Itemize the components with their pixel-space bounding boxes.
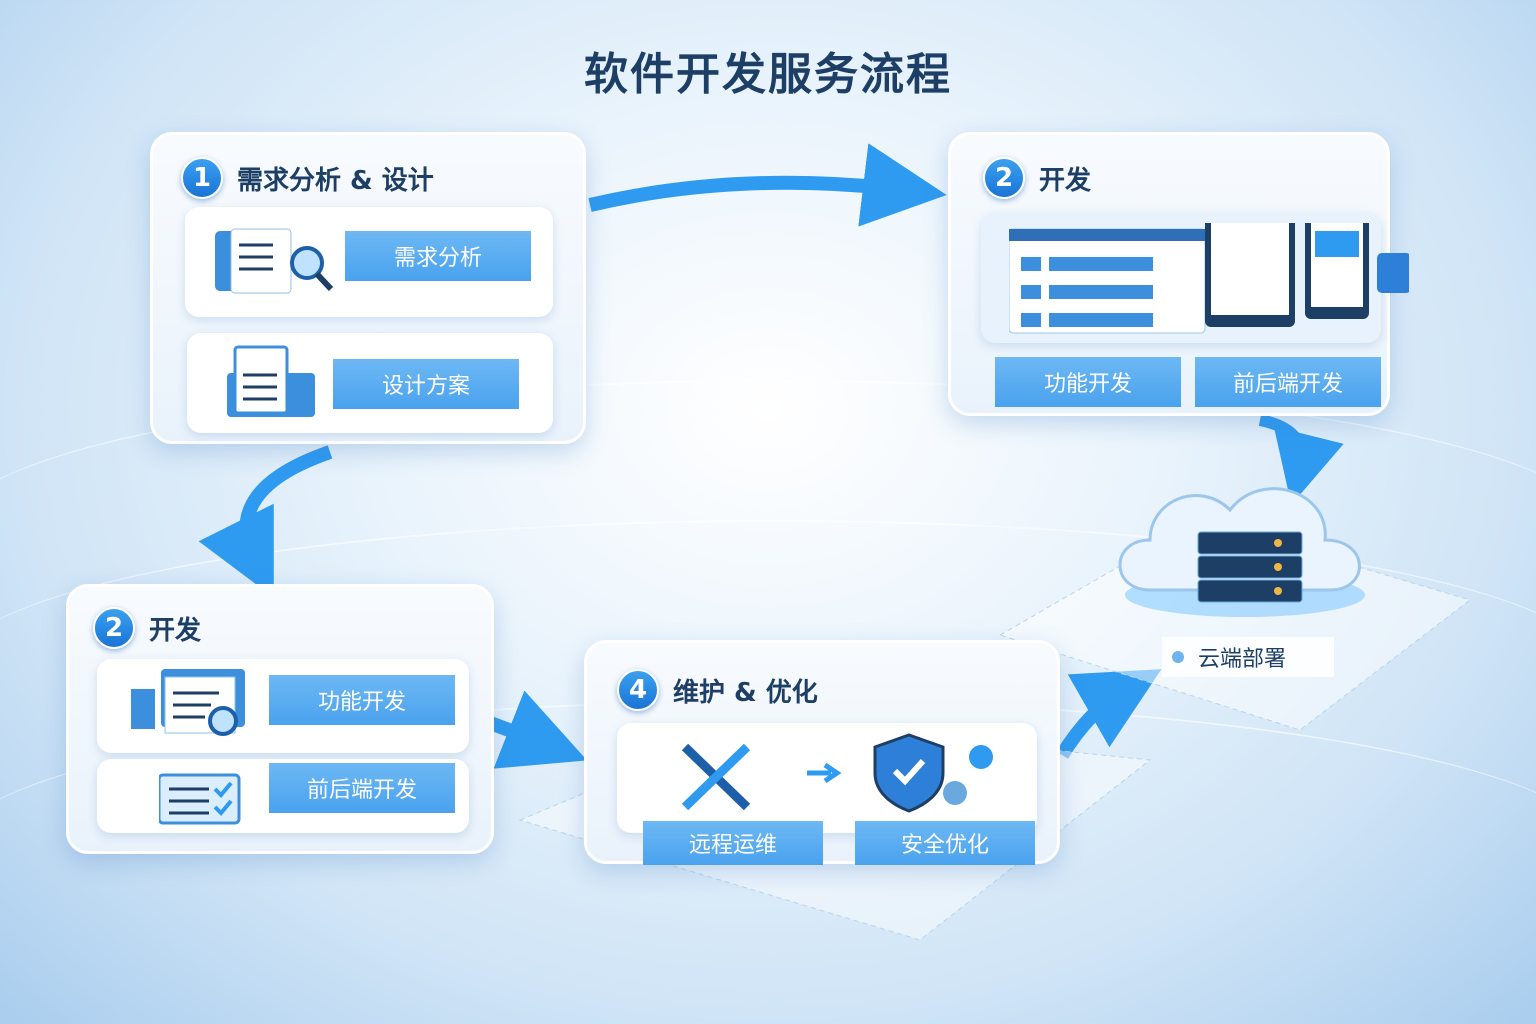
- list-item: 功能开发: [97, 659, 469, 753]
- frontend-backend-button[interactable]: 前后端开发: [1195, 357, 1381, 407]
- design-plan-button[interactable]: 设计方案: [333, 359, 519, 409]
- step-heading: 开发: [1039, 165, 1092, 196]
- arrow-step1-to-dev: [198, 445, 333, 598]
- step-number: 1: [181, 157, 223, 199]
- page-title: 软件开发服务流程: [584, 49, 952, 100]
- cloud-deployment-label: 云端部署: [1162, 637, 1334, 677]
- list-item: [617, 723, 1037, 833]
- document-search-icon: [215, 228, 334, 294]
- shield-gear-icon: [873, 733, 993, 813]
- step-card-requirements: 1 需求分析 & 设计 需求分析 设计方案: [150, 132, 586, 444]
- document-search-icon: [131, 669, 245, 736]
- list-item: 设计方案: [187, 333, 553, 433]
- step-number: 4: [617, 669, 659, 711]
- step-number: 2: [93, 607, 135, 649]
- arrow-right-icon: [807, 763, 842, 783]
- step-card-development-detail: 2 开发 功能开发 前后端开发: [66, 584, 494, 854]
- step-card-development: 2 开发 功能开发 前后端开发: [948, 132, 1409, 416]
- folder-document-icon: [227, 345, 315, 417]
- remote-maintenance-button[interactable]: 远程运维: [643, 821, 823, 865]
- background-wave: [0, 380, 1536, 680]
- bullet-icon: [1172, 651, 1184, 663]
- tools-icon: [681, 743, 751, 811]
- cloud-deployment-text: 云端部署: [1198, 647, 1287, 672]
- feature-development-button[interactable]: 功能开发: [995, 357, 1181, 407]
- list-item: 前后端开发: [97, 759, 469, 833]
- checklist-icon: [159, 773, 241, 825]
- arrow-maintenance-to-cloud: [1056, 669, 1162, 759]
- security-optimization-button[interactable]: 安全优化: [855, 821, 1035, 865]
- list-item: 需求分析: [185, 207, 553, 317]
- arrow-dev-to-cloud: [1258, 414, 1344, 505]
- step-heading: 维护 & 优化: [673, 677, 818, 708]
- background-wave: [0, 520, 1536, 820]
- devices-icon: [1009, 223, 1409, 334]
- device-preview: [981, 213, 1409, 343]
- step-card-maintenance: 4 维护 & 优化 远程运维 安全优化: [584, 640, 1060, 865]
- arrow-step1-to-step2: [588, 143, 947, 227]
- step-heading: 开发: [149, 615, 202, 646]
- frontend-backend-button[interactable]: 前后端开发: [269, 763, 455, 813]
- cloud-server-icon: [1118, 487, 1365, 617]
- step-heading: 需求分析 & 设计: [237, 165, 434, 196]
- step-number: 2: [983, 157, 1025, 199]
- feature-development-button[interactable]: 功能开发: [269, 675, 455, 725]
- requirements-analysis-button[interactable]: 需求分析: [345, 231, 531, 281]
